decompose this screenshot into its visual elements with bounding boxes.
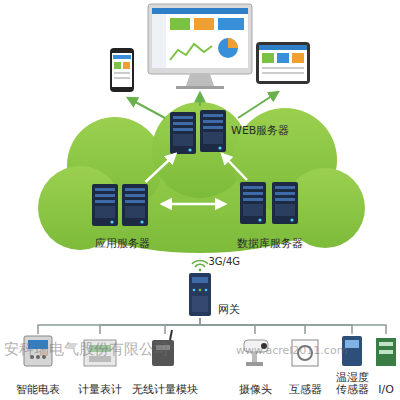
node-label: 温湿度传感器	[333, 372, 371, 396]
server-node: 应用服务器	[82, 182, 162, 250]
server-node: 数据库服务器	[225, 180, 315, 250]
node-label: 互感器	[289, 384, 322, 396]
node-label: WEB服务器	[231, 125, 289, 137]
node-label: 应用服务器	[95, 238, 150, 250]
device-node: 互感器	[283, 334, 327, 396]
server-node: WEB服务器	[165, 108, 295, 154]
node-label: 3G/4G	[208, 256, 240, 268]
connector	[146, 154, 176, 182]
node-label: 网关	[218, 304, 240, 316]
node-label: 智能电表	[16, 384, 60, 396]
node-label: 摄像头	[239, 384, 272, 396]
monitor-illustration	[148, 4, 252, 89]
connector	[200, 318, 305, 334]
connector	[38, 318, 200, 334]
device-node: I/O	[373, 334, 399, 396]
connector	[165, 318, 200, 334]
connector	[200, 318, 352, 334]
node-label: 计量表计	[78, 384, 122, 396]
watermark: www.acrel2011.com	[236, 344, 347, 357]
device-node: 摄像头	[233, 334, 277, 396]
server-icon	[92, 110, 298, 226]
node-label: 无线计量模块	[132, 384, 198, 396]
gateway-node: 3G/4G 网关	[160, 256, 240, 318]
node-label: I/O	[378, 384, 394, 396]
connector	[100, 318, 200, 334]
phone-illustration	[110, 48, 134, 92]
device-node: 温湿度传感器	[333, 334, 371, 396]
connector	[222, 154, 247, 180]
cloud-shape	[38, 102, 365, 253]
connector	[162, 203, 225, 206]
connector	[200, 318, 386, 334]
node-label: 数据库服务器	[237, 238, 303, 250]
gateway-icon	[189, 261, 211, 316]
watermark: 安科瑞电气股份有限公司	[4, 340, 169, 359]
connector	[200, 318, 255, 334]
tablet-illustration	[256, 42, 310, 84]
io-module-icon	[376, 338, 396, 366]
